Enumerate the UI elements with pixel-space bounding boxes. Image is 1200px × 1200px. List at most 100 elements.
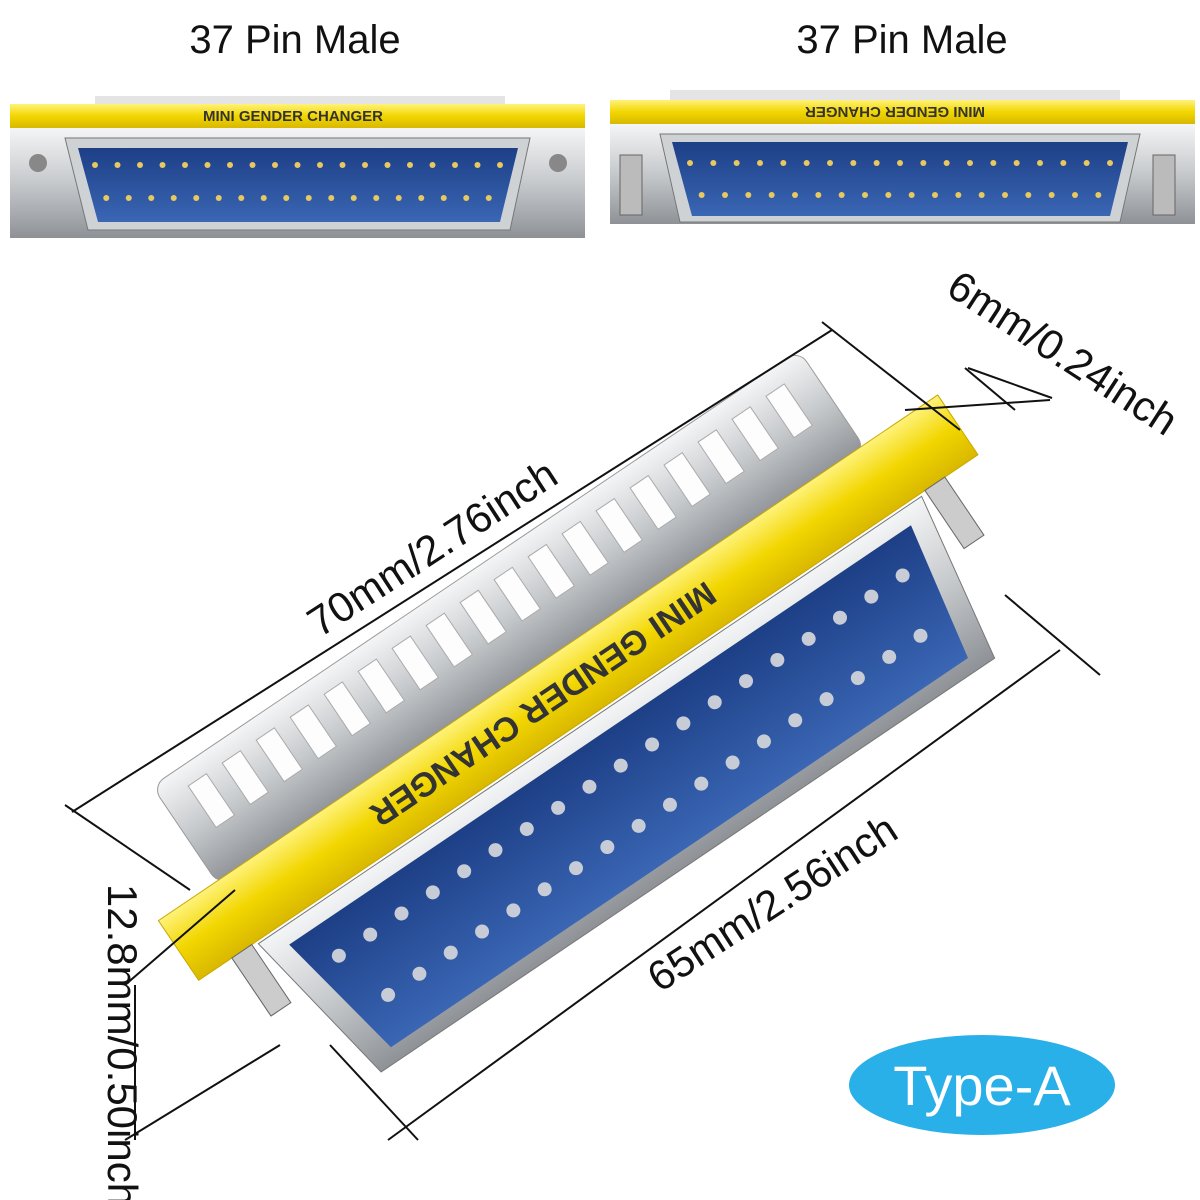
pin [850, 671, 865, 686]
pin [394, 906, 409, 921]
shell-rib [221, 750, 270, 806]
pin [850, 160, 857, 166]
pin [978, 192, 985, 198]
pin [92, 162, 98, 168]
pin [955, 192, 962, 198]
pin [662, 797, 677, 812]
band-label-right: MINI GENDER CHANGER [805, 103, 985, 120]
pin [613, 758, 628, 773]
pin [193, 195, 200, 201]
pin [733, 160, 740, 166]
pin [238, 195, 245, 201]
shell-rib [425, 612, 474, 668]
shell-rib [459, 589, 508, 645]
shell-rib [357, 658, 406, 714]
pin [645, 737, 660, 752]
pin [429, 162, 436, 168]
pin [725, 755, 740, 770]
pin [1060, 160, 1067, 166]
shell-rib [527, 543, 575, 599]
dimension-thickness: 6mm/0.24inch [939, 261, 1186, 444]
pin [838, 192, 845, 198]
pin [249, 162, 256, 168]
pin [475, 924, 490, 939]
band-label-left: MINI GENDER CHANGER [203, 108, 383, 125]
pin [770, 652, 785, 667]
pin [1037, 160, 1043, 166]
pin [497, 162, 503, 168]
pin [832, 610, 847, 625]
pin [908, 192, 915, 198]
shell-rib [289, 704, 338, 760]
dimension-height: 12.8mm/0.50inch [99, 884, 146, 1200]
pin [864, 589, 879, 604]
shell-rib [663, 451, 711, 508]
pin [362, 162, 368, 168]
shell-rib [561, 520, 609, 576]
pin [519, 821, 534, 836]
pin [148, 195, 155, 201]
pin [1002, 192, 1008, 198]
pin [114, 162, 121, 168]
pin [745, 192, 752, 198]
pin [990, 160, 997, 166]
type-badge-label: Type-A [893, 1054, 1071, 1117]
pin [913, 628, 928, 643]
pin [1013, 160, 1020, 166]
pin [780, 160, 787, 166]
pin [317, 162, 323, 168]
pin [137, 162, 143, 168]
pin [827, 160, 833, 166]
pin [182, 162, 188, 168]
pin [739, 674, 754, 689]
shell-rib [697, 429, 745, 485]
pin [537, 882, 552, 897]
pin [328, 195, 335, 201]
pin [1048, 192, 1055, 198]
shell-rib [731, 406, 779, 462]
pin [425, 885, 440, 900]
pin [418, 195, 425, 201]
pin [215, 195, 222, 201]
shell-rib [323, 681, 372, 737]
pin [395, 195, 402, 201]
pin [204, 162, 211, 168]
pin [792, 192, 798, 198]
pin [600, 840, 615, 855]
pin [819, 692, 834, 707]
pin [676, 716, 691, 731]
pin [350, 195, 357, 201]
shell-rib [595, 497, 643, 553]
shell-rib [629, 474, 677, 531]
pin [283, 195, 290, 201]
pin [757, 160, 763, 166]
pin [920, 160, 927, 166]
pin [1095, 192, 1102, 198]
dimension-lines [64, 321, 1101, 1141]
shell-rib [187, 772, 236, 829]
pin [768, 192, 775, 198]
shell-rib [255, 727, 304, 783]
pin [452, 162, 458, 168]
pin [1107, 160, 1113, 166]
pin [815, 192, 822, 198]
connector-main: MINI GENDER CHANGER [157, 354, 996, 1073]
shell-rib [493, 566, 542, 622]
pin [294, 162, 301, 168]
pin [788, 713, 803, 728]
pin [305, 195, 312, 201]
pin [631, 818, 646, 833]
pin [569, 861, 584, 876]
pin [694, 776, 709, 791]
pin [873, 160, 880, 166]
pin [756, 734, 771, 749]
pin [943, 160, 950, 166]
pin [882, 649, 897, 664]
shell-rib [391, 635, 440, 691]
pin [103, 195, 110, 201]
pin [967, 160, 973, 166]
pin [272, 162, 278, 168]
pin [932, 192, 938, 198]
